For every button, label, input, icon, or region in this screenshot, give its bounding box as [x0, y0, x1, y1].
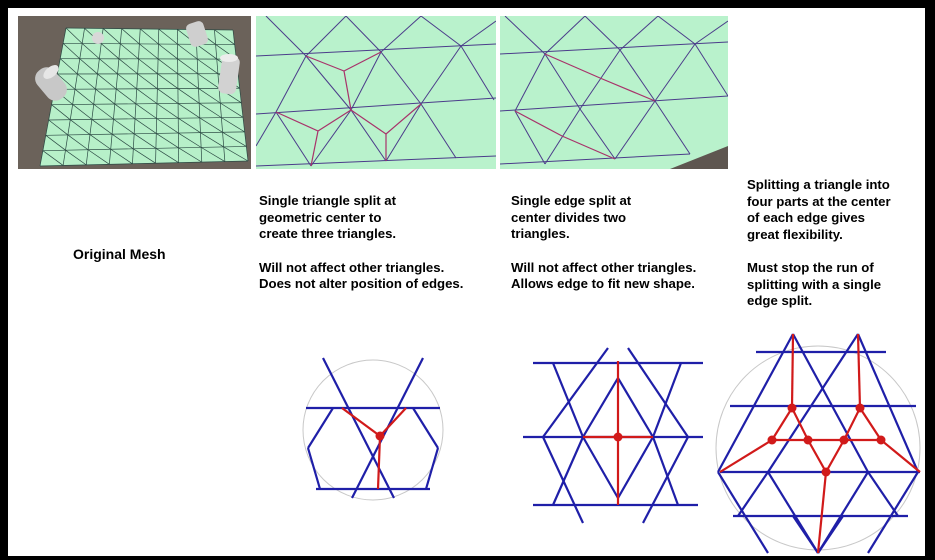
note-line: Allows edge to fit new shape.	[511, 276, 696, 293]
note-line: edge split.	[747, 293, 891, 310]
description-line: Splitting a triangle into	[747, 177, 891, 194]
four-way-split-diagram	[708, 328, 923, 556]
description-line: Single triangle split at	[259, 193, 463, 210]
note-line: Must stop the run of	[747, 260, 891, 277]
original-mesh-label: Original Mesh	[73, 246, 166, 263]
original-mesh-render	[18, 16, 251, 169]
edge-split-diagram	[513, 333, 713, 528]
note-line: splitting with a single	[747, 277, 891, 294]
figure-page: Original Mesh Single triangle split at g…	[8, 8, 925, 556]
edge-split-description: Single edge split at center divides two …	[511, 193, 696, 293]
four-way-split-description: Splitting a triangle into four parts at …	[747, 177, 891, 310]
note-line: Does not alter position of edges.	[259, 276, 463, 293]
description-line: center divides two	[511, 210, 696, 227]
description-line: Single edge split at	[511, 193, 696, 210]
description-line: geometric center to	[259, 210, 463, 227]
description-line: of each edge gives	[747, 210, 891, 227]
description-line: great flexibility.	[747, 227, 891, 244]
triangle-split-diagram	[298, 348, 448, 508]
triangle-split-description: Single triangle split at geometric cente…	[259, 193, 463, 293]
description-line: triangles.	[511, 226, 696, 243]
triangle-split-render	[256, 16, 496, 169]
description-line: create three triangles.	[259, 226, 463, 243]
note-line: Will not affect other triangles.	[259, 260, 463, 277]
description-line: four parts at the center	[747, 194, 891, 211]
edge-split-render	[500, 16, 728, 169]
note-line: Will not affect other triangles.	[511, 260, 696, 277]
